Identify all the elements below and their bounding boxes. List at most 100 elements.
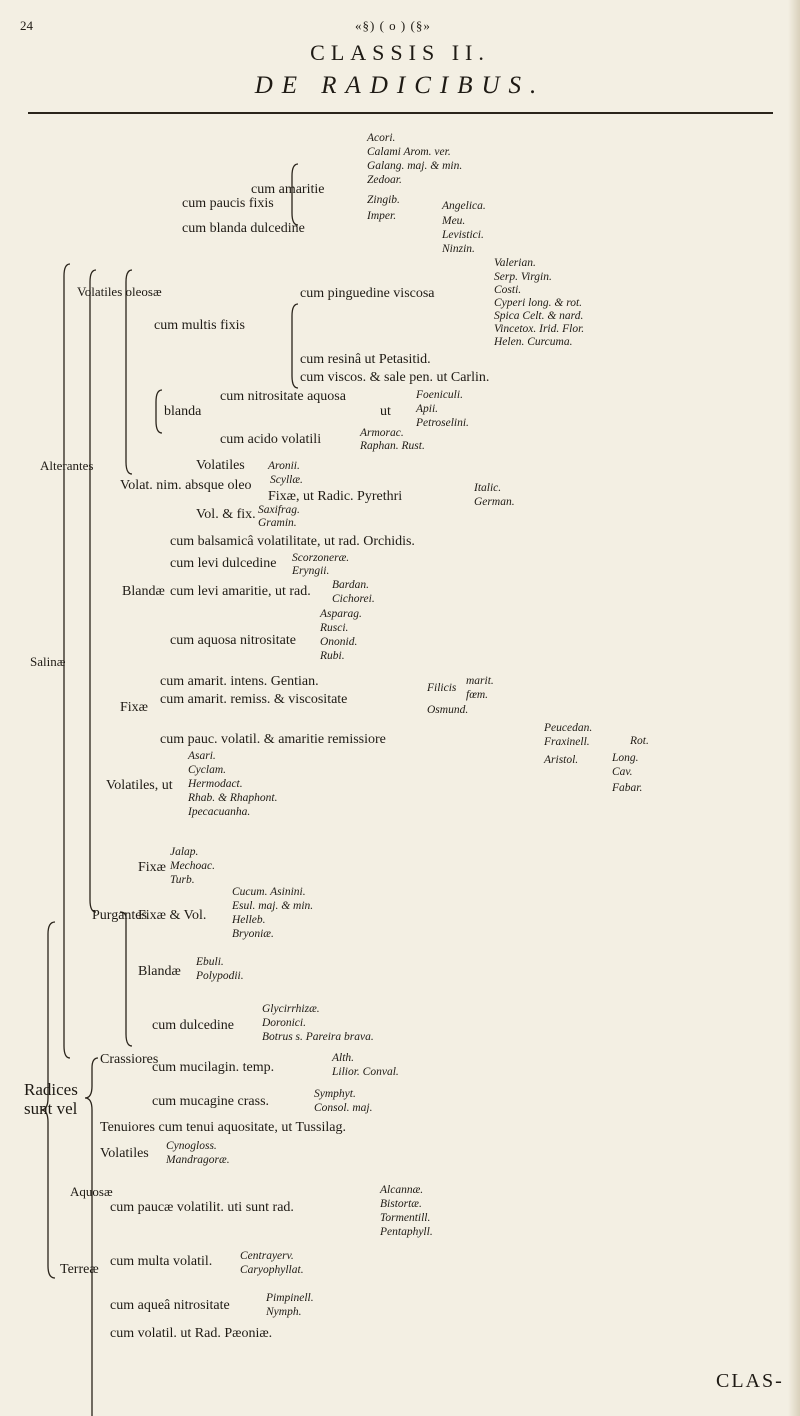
page-edge-shadow	[788, 0, 800, 1416]
pinguedine-item: Helen. Curcuma.	[494, 336, 573, 348]
class-heading: CLASSIS II.	[310, 40, 490, 65]
cum-amaritie: cum amaritie	[251, 182, 325, 197]
cum-volatil: cum volatil. ut Rad. Pæoniæ.	[110, 1326, 273, 1341]
dulcedine2-item: Doronici.	[262, 1017, 306, 1029]
fixae2-item: Mechoac.	[170, 860, 216, 872]
pinguedine-item: Cyperi long. & rot.	[494, 297, 583, 309]
paucae-item: Pentaphyll.	[380, 1226, 433, 1238]
remissiore-item: Aristol.	[544, 754, 579, 766]
mucilagin-item: Alth.	[332, 1052, 355, 1064]
levi-dulcedine-item: Eryngii.	[292, 565, 330, 577]
mucagine-item: Symphyt.	[314, 1088, 356, 1100]
crassiores-label: Crassiores	[100, 1052, 159, 1067]
pyrethri-item: German.	[474, 496, 515, 508]
cum-nitrositate: cum nitrositate aquosa	[220, 389, 346, 404]
vol-fix: Vol. & fix.	[196, 507, 256, 522]
cum-mucagine: cum mucagine crass.	[152, 1094, 270, 1109]
levi-amaritie-item: Bardan.	[332, 579, 369, 591]
fixae-ut-pyrethri: Fixæ, ut Radic. Pyrethri	[268, 489, 403, 504]
nitrositate-item: Apii.	[416, 403, 439, 415]
fixae-label: Fixæ	[120, 700, 149, 715]
dulcedine2-item: Glycirrhizæ.	[262, 1003, 320, 1015]
pinguedine-item: Serp. Virgin.	[494, 271, 552, 283]
fixae2-item: Jalap.	[170, 846, 199, 858]
dulcedine-item: Ninzin.	[442, 243, 475, 255]
aquosa-item: Ononid.	[320, 636, 358, 648]
volatiles2-label: Volatiles	[100, 1146, 149, 1161]
blandae2-label: Blandæ	[138, 964, 181, 979]
amaritie-item: Acori.	[367, 132, 396, 144]
cum-paucis-fixis: cum paucis fixis	[182, 196, 274, 211]
remissiore-item: Peucedan.	[544, 722, 593, 734]
cum-aquea: cum aqueâ nitrositate	[110, 1298, 230, 1313]
pinguedine-item: Vincetox. Irid. Flor.	[494, 323, 585, 335]
header-ornament: «§) ( o ) (§»	[355, 18, 431, 33]
cum-levi-amaritie: cum levi amaritie, ut rad.	[170, 584, 311, 599]
tenuiores: Tenuiores cum tenui aquositate, ut Tussi…	[100, 1120, 346, 1135]
page-title: DE RADICIBUS.	[254, 72, 546, 99]
filicis-item: fœm.	[466, 689, 489, 701]
fixae-vol-item: Esul. maj. & min.	[232, 900, 314, 912]
aquea-item: Pimpinell.	[266, 1292, 314, 1304]
paucae-item: Tormentill.	[380, 1212, 431, 1224]
pyrethri-item: Italic.	[474, 482, 502, 494]
blandae2-item: Ebuli.	[196, 956, 224, 968]
pinguedine-item: Spica Celt. & nard.	[494, 310, 584, 322]
cum-pinguedine: cum pinguedine viscosa	[300, 286, 435, 301]
cum-viscos: cum viscos. & sale pen. ut Carlin.	[300, 370, 490, 385]
amaritie-item: Imper.	[367, 210, 397, 222]
paucae-item: Alcannæ.	[380, 1184, 424, 1196]
cum-aquosa: cum aquosa nitrositate	[170, 633, 296, 648]
filicis-item: marit.	[466, 675, 494, 687]
nitrositate-item: Petroselini.	[416, 417, 469, 429]
salinae-label: Salinæ	[30, 654, 66, 669]
cum-multa: cum multa volatil.	[110, 1254, 213, 1269]
cum-mucilagin: cum mucilagin. temp.	[152, 1060, 275, 1075]
aristol-item: Cav.	[612, 766, 633, 778]
aquosa-item: Asparag.	[320, 608, 362, 620]
pinguedine-item: Valerian.	[494, 257, 536, 269]
alterantes-label: Alterantes	[40, 458, 94, 473]
dulcedine-item: Meu.	[442, 215, 466, 227]
paucae-item: Bistortæ.	[380, 1198, 422, 1210]
cum-dulcedine: cum dulcedine	[152, 1018, 235, 1033]
blandae-label: Blandæ	[122, 584, 165, 599]
mucagine-item: Consol. maj.	[314, 1102, 373, 1114]
amaritie-item: Calami Arom. ver.	[367, 146, 451, 158]
fixae-vol-item: Cucum. Asinini.	[232, 886, 306, 898]
fixae2-label: Fixæ	[138, 860, 167, 875]
cum-acido: cum acido volatili	[220, 432, 322, 447]
volatiles-oleosae-label: Volatiles oleosæ	[77, 284, 162, 299]
cum-blanda-dulcedine: cum blanda dulcedine	[182, 221, 305, 236]
vol-fix-item: Gramin.	[258, 517, 297, 529]
blandae2-item: Polypodii.	[196, 970, 244, 982]
page-number: 24	[20, 18, 33, 33]
mucilagin-item: Lilior. Conval.	[332, 1066, 399, 1078]
dulcedine-item: Levistici.	[442, 229, 484, 241]
cum-multis-fixis: cum multis fixis	[154, 318, 245, 333]
cum-balsamica: cum balsamicâ volatilitate, ut rad. Orch…	[170, 534, 415, 549]
purgantes-vol-item: Cyclam.	[188, 764, 227, 776]
volatiles2-item: Mandragoræ.	[166, 1154, 230, 1166]
terreae-label: Terreæ	[60, 1262, 99, 1277]
fixae-vol-label: Fixæ & Vol.	[138, 908, 207, 923]
cum-resina: cum resinâ ut Petasitid.	[300, 352, 431, 367]
cum-amarit-intens: cum amarit. intens. Gentian.	[160, 674, 319, 689]
purgantes-vol-item: Asari.	[188, 750, 216, 762]
volatiles-label: Volatiles	[196, 458, 245, 473]
pinguedine-item: Costi.	[494, 284, 522, 296]
cum-amarit-remiss: cum amarit. remiss. & viscositate	[160, 692, 348, 707]
aristol-item: Fabar.	[612, 782, 643, 794]
aquosa-item: Rubi.	[320, 650, 345, 662]
dulcedine2-item: Botrus s. Pareira brava.	[262, 1031, 374, 1043]
dulcedine-item: Angelica.	[442, 200, 486, 212]
fixae-vol-item: Helleb.	[232, 914, 266, 926]
levi-amaritie-item: Cichorei.	[332, 593, 375, 605]
aquea-item: Nymph.	[266, 1306, 302, 1318]
fixae-vol-item: Bryoniæ.	[232, 928, 274, 940]
amaritie-item: Zedoar.	[367, 174, 402, 186]
vol-fix-item: Saxifrag.	[258, 504, 300, 516]
acido-item: Armorac.	[360, 427, 404, 439]
volat-nim: Volat. nim. absque oleo	[120, 478, 252, 493]
